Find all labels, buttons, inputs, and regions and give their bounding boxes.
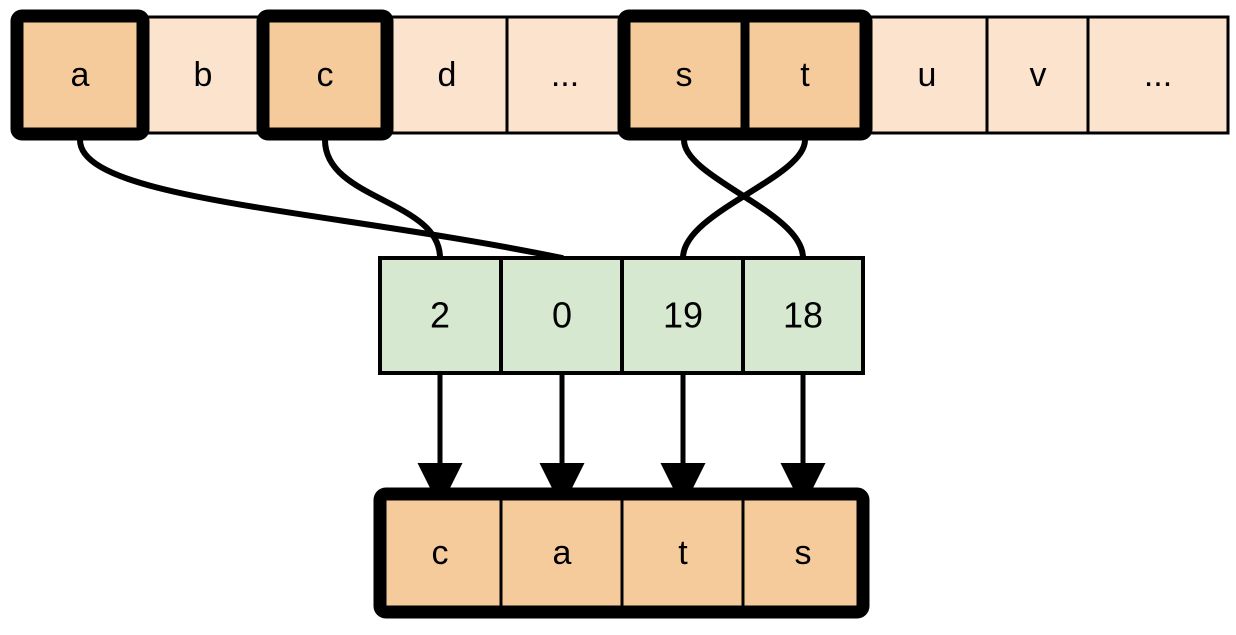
alphabet-row: a b c d ... s t u v ... [10,9,1230,141]
output-row-outline [373,487,870,619]
alphabet-cell-b[interactable] [141,15,265,135]
alphabet-highlight-outline-c [256,9,394,141]
index-label-3: 18 [783,295,823,336]
output-row: c a t s [373,487,870,619]
alphabet-label-ellipsis-1: ... [551,56,579,94]
output-label-0: c [432,534,449,572]
index-cell-3[interactable] [741,256,865,375]
output-cell-2[interactable] [620,493,745,613]
output-label-1: a [553,534,572,572]
connector-c-to-index-2 [322,137,443,261]
index-label-0: 2 [430,295,450,336]
alphabet-label-u: u [918,56,937,94]
alphabet-cell-v[interactable] [985,15,1090,135]
alphabet-label-b: b [194,56,213,94]
alphabet-label-d: d [438,56,457,94]
alphabet-highlight-outline-st [617,9,873,141]
alphabet-cell-a[interactable] [15,15,145,135]
mapping-connectors [77,137,808,261]
connector-a-to-index-0 [77,137,565,261]
alphabet-label-ellipsis-2: ... [1144,56,1172,94]
index-cell-0[interactable] [378,256,503,375]
alphabet-label-s: s [676,56,693,94]
output-label-2: t [678,534,688,572]
output-label-3: s [795,534,812,572]
connector-t-to-index-19 [680,137,808,261]
alphabet-cell-s[interactable] [622,15,747,135]
alphabet-label-a: a [71,56,90,94]
output-cell-3[interactable] [741,493,865,613]
alphabet-cell-ellipsis-2[interactable] [1086,15,1230,135]
alphabet-cell-c[interactable] [261,15,389,135]
connector-s-to-index-18 [681,137,806,261]
index-cell-2[interactable] [620,256,745,375]
alphabet-cell-t[interactable] [743,15,868,135]
alphabet-label-t: t [800,56,810,94]
output-cell-1[interactable] [499,493,624,613]
index-label-2: 19 [663,295,703,336]
alphabet-cell-ellipsis-1[interactable] [505,15,626,135]
alphabet-highlight-outline-a [10,9,150,141]
alphabet-label-v: v [1030,56,1047,94]
index-row: 2 0 19 18 [378,256,865,375]
index-to-output-arrows [417,375,826,509]
index-label-1: 0 [552,295,572,336]
alphabet-label-c: c [317,56,334,94]
output-cell-0[interactable] [378,493,503,613]
alphabet-cell-d[interactable] [385,15,509,135]
alphabet-cell-u[interactable] [864,15,989,135]
index-cell-1[interactable] [499,256,624,375]
